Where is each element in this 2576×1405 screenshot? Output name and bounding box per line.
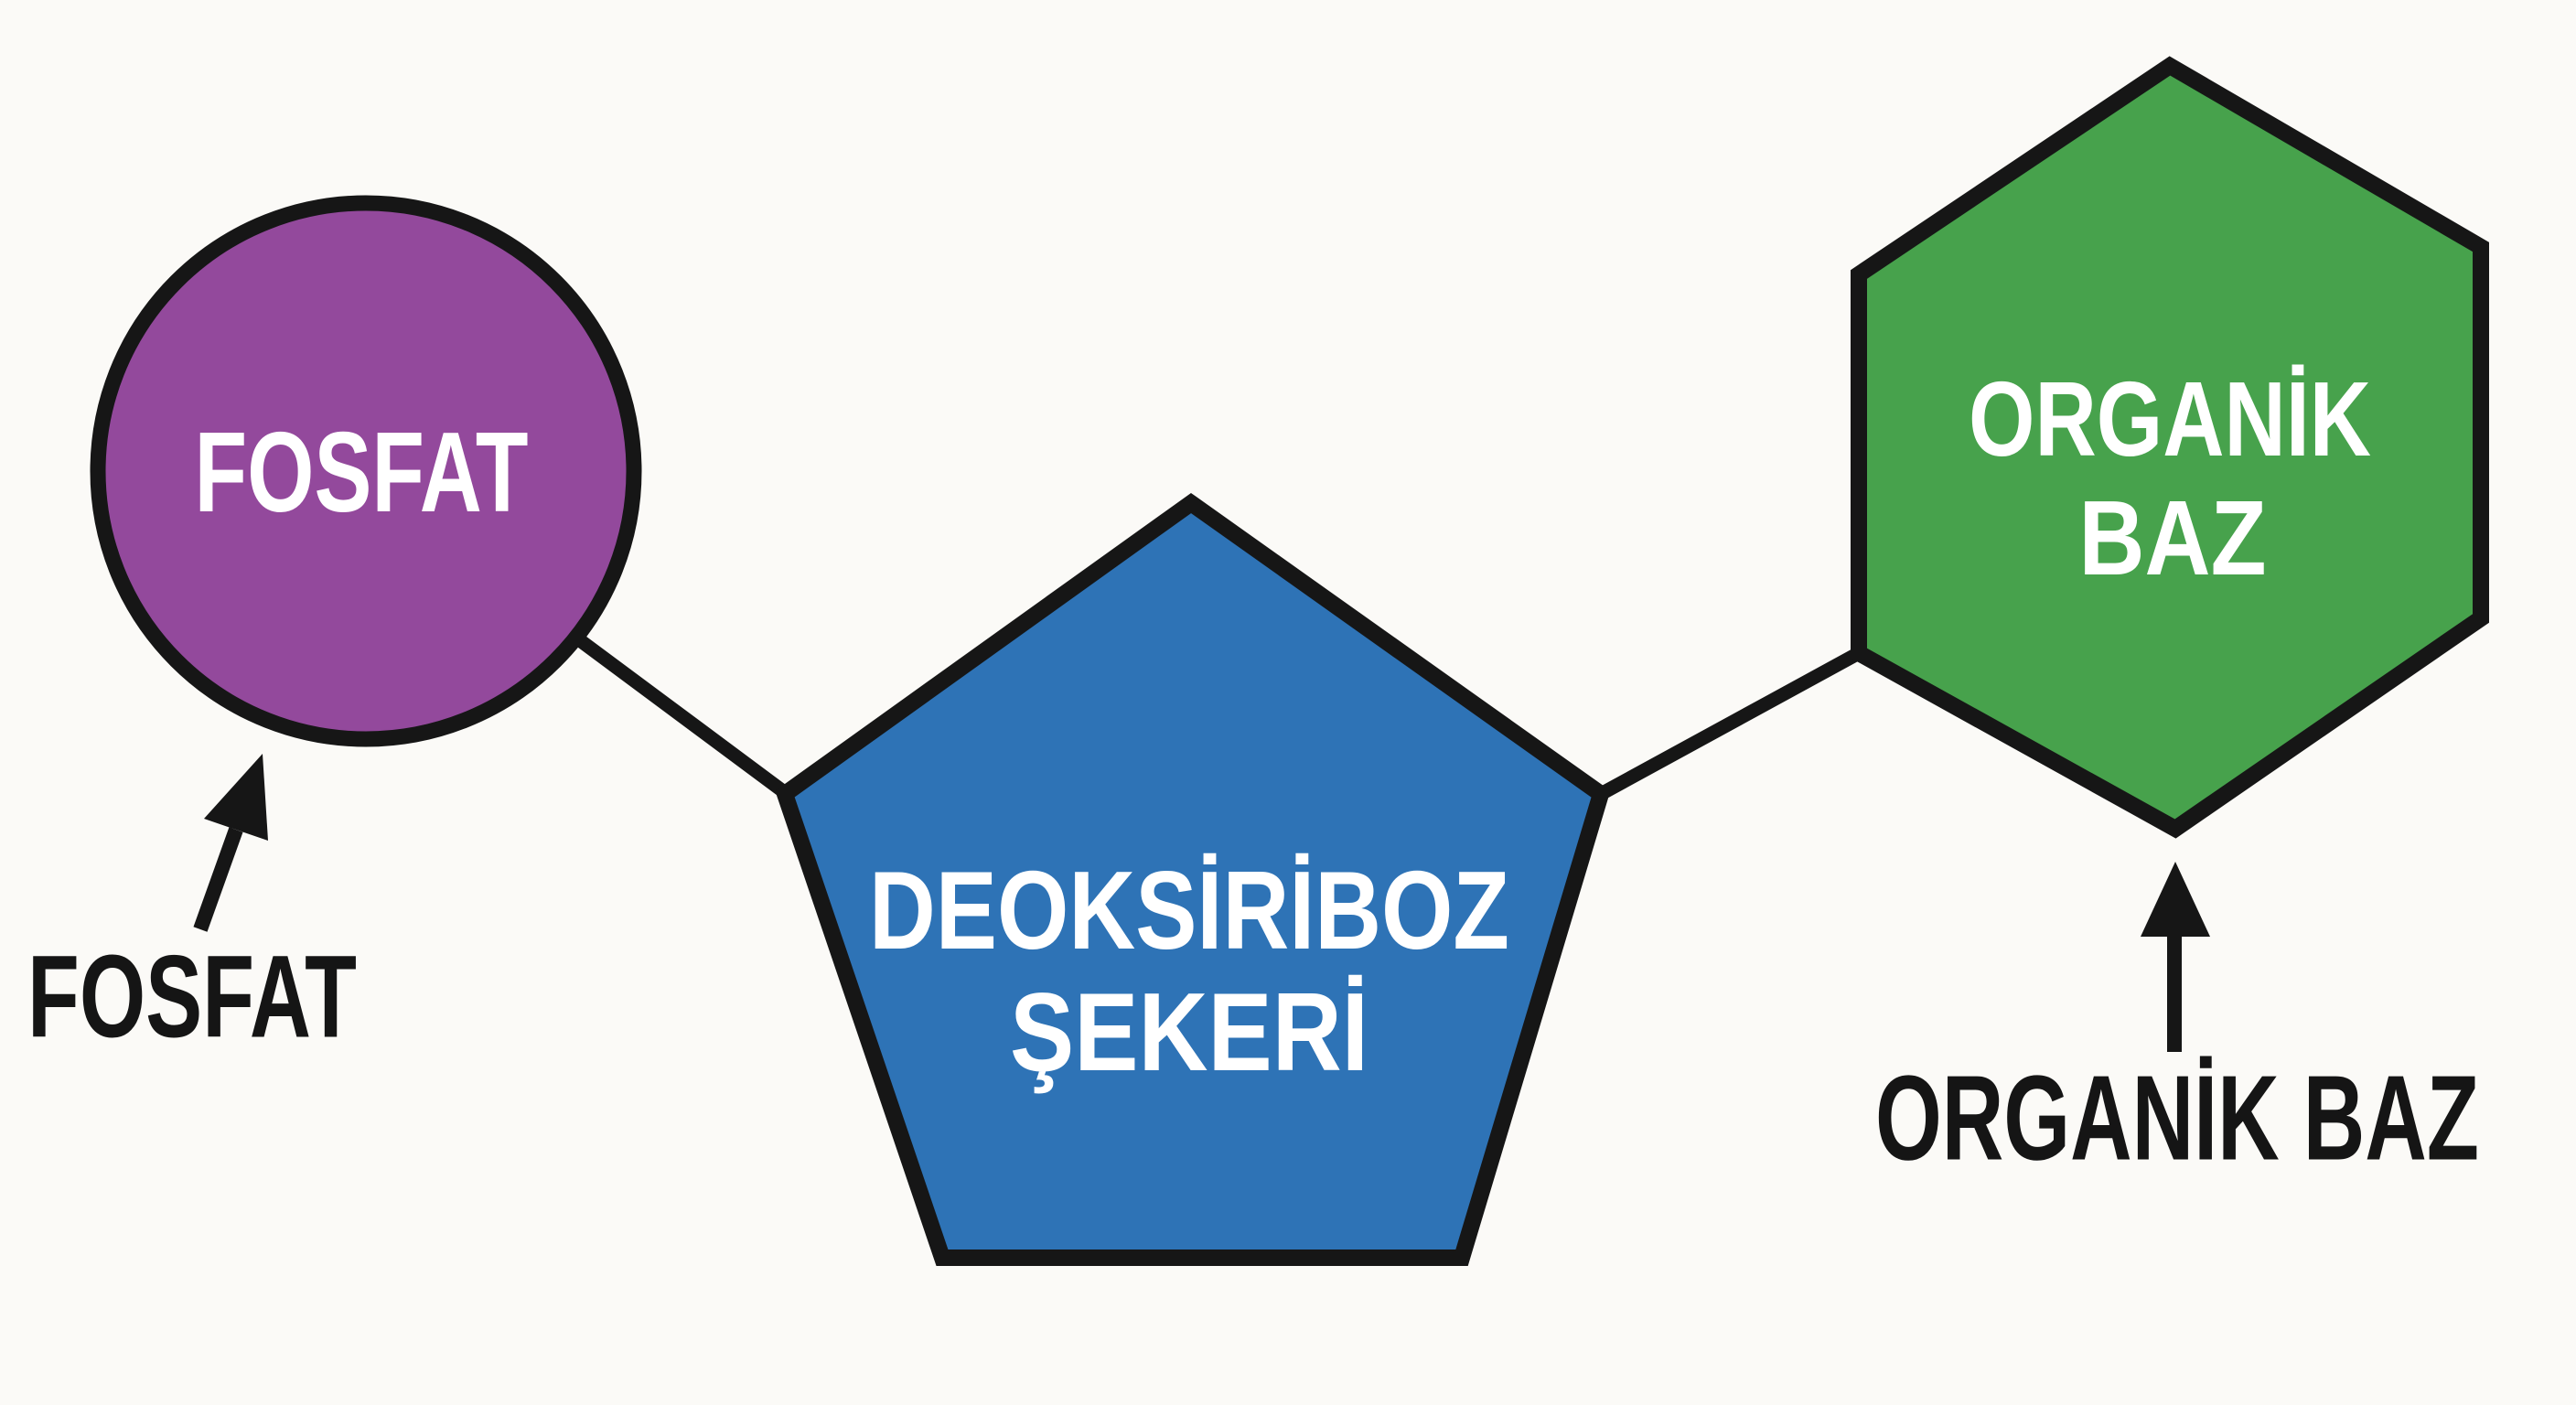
base-annotation-label: ORGANİK BAZ bbox=[1875, 1051, 2479, 1185]
phosphate-circle bbox=[90, 195, 642, 747]
base-hexagon bbox=[1851, 56, 2489, 839]
bond-phosphate-sugar bbox=[573, 633, 794, 801]
base-arrow-head-icon bbox=[2141, 862, 2210, 937]
phosphate-circle-label: FOSFAT bbox=[195, 410, 529, 536]
sugar-pentagon-label-line2: ŞEKERİ bbox=[1010, 970, 1368, 1094]
sugar-pentagon bbox=[775, 492, 1611, 1266]
base-pointer-arrow bbox=[2141, 862, 2210, 1052]
phosphate-annotation-label: FOSFAT bbox=[27, 932, 357, 1063]
base-hexagon-label-line1: ORGANİK bbox=[1969, 359, 2371, 478]
phosphate-arrow-head-icon bbox=[204, 754, 268, 841]
base-hexagon-label-line2: BAZ bbox=[2079, 478, 2267, 597]
phosphate-pointer-arrow bbox=[193, 754, 268, 932]
sugar-pentagon-label-line1: DEOKSİRİBOZ bbox=[869, 848, 1509, 972]
phosphate-arrow-shaft bbox=[193, 827, 243, 932]
bond-sugar-base bbox=[1594, 646, 1866, 801]
